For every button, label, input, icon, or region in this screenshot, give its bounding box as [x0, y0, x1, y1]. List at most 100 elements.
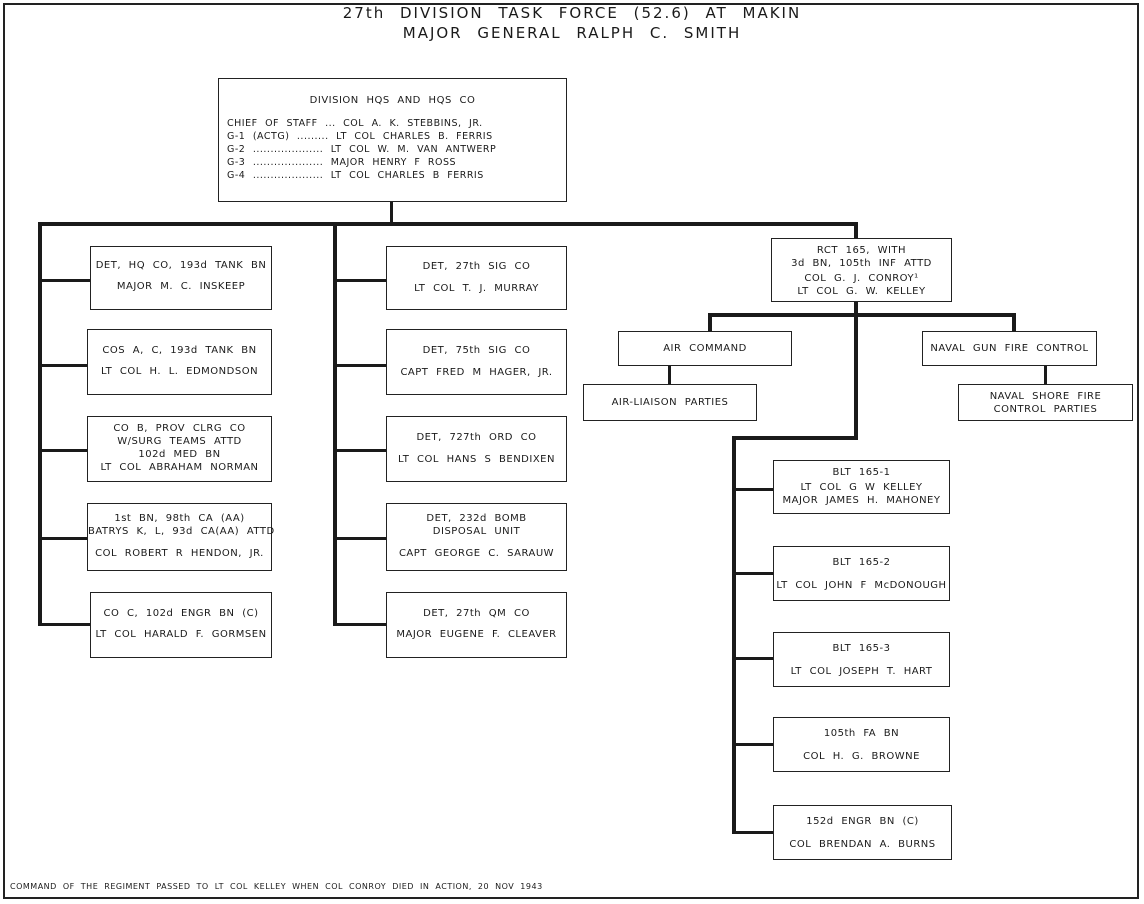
unit-box: COS A, C, 193d TANK BN LT COL H. L. EDMO…: [87, 329, 272, 395]
unit-name: BLT 165-1: [832, 467, 891, 478]
unit-name: DET, HQ CO, 193d TANK BN: [95, 260, 267, 271]
box-label: CONTROL PARTIES: [993, 404, 1098, 415]
unit-commander: MAJOR EUGENE F. CLEAVER: [396, 629, 557, 640]
connector: [1012, 313, 1016, 332]
unit-name: DET, 232d BOMB: [426, 513, 527, 524]
unit-box: CO C, 102d ENGR BN (C) LT COL HARALD F. …: [90, 592, 272, 658]
unit-commander: LT COL ABRAHAM NORMAN: [100, 462, 259, 473]
unit-name: DET, 27th SIG CO: [422, 261, 531, 272]
connector: [333, 449, 387, 452]
unit-box: BLT 165-3 LT COL JOSEPH T. HART: [773, 632, 950, 687]
naval-shore-fire-box: NAVAL SHORE FIRE CONTROL PARTIES: [958, 384, 1133, 421]
connector: [333, 537, 387, 540]
box-label: NAVAL SHORE FIRE: [989, 391, 1102, 402]
rct-165-box: RCT 165, WITH 3d BN, 105th INF ATTD COL …: [771, 238, 952, 302]
staff-row: G-1 (ACTG) ......... LT COL CHARLES B. F…: [227, 131, 493, 142]
unit-commander: LT COL G. W. KELLEY: [797, 286, 926, 297]
chart-subtitle: MAJOR GENERAL RALPH C. SMITH: [402, 24, 742, 42]
connector: [732, 743, 774, 746]
unit-name: BATRYS K, L, 93d CA(AA) ATTD: [88, 526, 275, 537]
box-label: NAVAL GUN FIRE CONTROL: [930, 343, 1089, 354]
unit-box: 1st BN, 98th CA (AA) BATRYS K, L, 93d CA…: [87, 503, 275, 571]
unit-commander: LT COL JOSEPH T. HART: [790, 666, 933, 677]
unit-name: CO C, 102d ENGR BN (C): [103, 608, 259, 619]
unit-name: 1st BN, 98th CA (AA): [114, 513, 245, 524]
unit-commander: COL ROBERT R HENDON, JR.: [95, 548, 264, 559]
division-hq-box: DIVISION HQS AND HQS CO CHIEF OF STAFF .…: [218, 78, 567, 202]
unit-name: BLT 165-3: [832, 643, 891, 654]
unit-box: CO B, PROV CLRG CO W/SURG TEAMS ATTD 102…: [87, 416, 272, 482]
unit-commander: MAJOR JAMES H. MAHONEY: [782, 495, 941, 506]
unit-commander: CAPT FRED M HAGER, JR.: [400, 367, 553, 378]
unit-name: 105th FA BN: [823, 728, 900, 739]
unit-box: DET, 232d BOMB DISPOSAL UNIT CAPT GEORGE…: [386, 503, 567, 571]
unit-name: 152d ENGR BN (C): [806, 816, 919, 827]
connector: [333, 364, 387, 367]
connector: [732, 436, 736, 834]
unit-commander: MAJOR M. C. INSKEEP: [116, 281, 246, 292]
staff-list: CHIEF OF STAFF ... COL A. K. STEBBINS, J…: [219, 117, 566, 182]
unit-name: 102d MED BN: [138, 449, 221, 460]
unit-name: CO B, PROV CLRG CO: [113, 423, 246, 434]
unit-name: COS A, C, 193d TANK BN: [102, 345, 257, 356]
staff-row: G-2 .................... LT COL W. M. VA…: [227, 144, 497, 155]
unit-commander: LT COL JOHN F McDONOUGH: [776, 580, 947, 591]
naval-gunfire-box: NAVAL GUN FIRE CONTROL: [922, 331, 1097, 366]
connector: [38, 279, 92, 282]
connector: [668, 365, 671, 385]
connector: [333, 279, 387, 282]
unit-commander: COL BRENDAN A. BURNS: [789, 839, 936, 850]
staff-row: G-3 .................... MAJOR HENRY F R…: [227, 157, 457, 168]
unit-commander: LT COL HARALD F. GORMSEN: [95, 629, 267, 640]
staff-row: CHIEF OF STAFF ... COL A. K. STEBBINS, J…: [227, 118, 483, 129]
diagram-frame: [3, 3, 1139, 899]
unit-box: DET, HQ CO, 193d TANK BN MAJOR M. C. INS…: [90, 246, 272, 310]
unit-box: DET, 27th SIG CO LT COL T. J. MURRAY: [386, 246, 567, 310]
air-command-box: AIR COMMAND: [618, 331, 792, 366]
connector: [854, 222, 858, 240]
connector: [38, 449, 92, 452]
unit-name: DISPOSAL UNIT: [432, 526, 521, 537]
unit-box: 152d ENGR BN (C) COL BRENDAN A. BURNS: [773, 805, 952, 860]
unit-commander: COL H. G. BROWNE: [803, 751, 920, 762]
unit-name: DET, 75th SIG CO: [422, 345, 531, 356]
unit-commander: LT COL H. L. EDMONDSON: [100, 366, 259, 377]
unit-name: BLT 165-2: [832, 557, 891, 568]
connector: [38, 222, 42, 626]
unit-name: DET, 27th QM CO: [423, 608, 530, 619]
unit-commander: LT COL T. J. MURRAY: [414, 283, 539, 294]
box-label: AIR COMMAND: [663, 343, 747, 354]
unit-name: DET, 727th ORD CO: [416, 432, 537, 443]
hq-heading: DIVISION HQS AND HQS CO: [309, 95, 476, 106]
unit-box: DET, 75th SIG CO CAPT FRED M HAGER, JR.: [386, 329, 567, 395]
connector: [333, 222, 337, 626]
connector: [708, 313, 712, 332]
connector: [708, 313, 1016, 317]
unit-commander: LT COL G W KELLEY: [800, 482, 923, 493]
connector: [732, 831, 774, 834]
connector: [1044, 365, 1047, 385]
unit-box: BLT 165-1 LT COL G W KELLEY MAJOR JAMES …: [773, 460, 950, 514]
connector: [854, 300, 858, 438]
unit-commander: LT COL HANS S BENDIXEN: [398, 454, 555, 465]
connector: [38, 537, 92, 540]
unit-name: 3d BN, 105th INF ATTD: [791, 258, 932, 269]
connector: [390, 202, 393, 224]
connector: [732, 572, 774, 575]
unit-box: DET, 27th QM CO MAJOR EUGENE F. CLEAVER: [386, 592, 567, 658]
footnote: COMMAND OF THE REGIMENT PASSED TO LT COL…: [10, 882, 543, 891]
box-label: AIR-LIAISON PARTIES: [611, 397, 729, 408]
unit-commander: CAPT GEORGE C. SARAUW: [398, 548, 555, 559]
connector: [732, 436, 858, 440]
unit-name: RCT 165, WITH: [816, 245, 907, 256]
unit-commander: COL G. J. CONROY¹: [804, 273, 919, 284]
chart-title: 27th DIVISION TASK FORCE (52.6) AT MAKIN: [342, 4, 802, 22]
connector: [38, 623, 92, 626]
unit-box: BLT 165-2 LT COL JOHN F McDONOUGH: [773, 546, 950, 601]
unit-box: 105th FA BN COL H. G. BROWNE: [773, 717, 950, 772]
staff-row: G-4 .................... LT COL CHARLES …: [227, 170, 484, 181]
connector: [333, 623, 387, 626]
air-liaison-box: AIR-LIAISON PARTIES: [583, 384, 757, 421]
connector: [732, 657, 774, 660]
connector: [38, 222, 858, 226]
